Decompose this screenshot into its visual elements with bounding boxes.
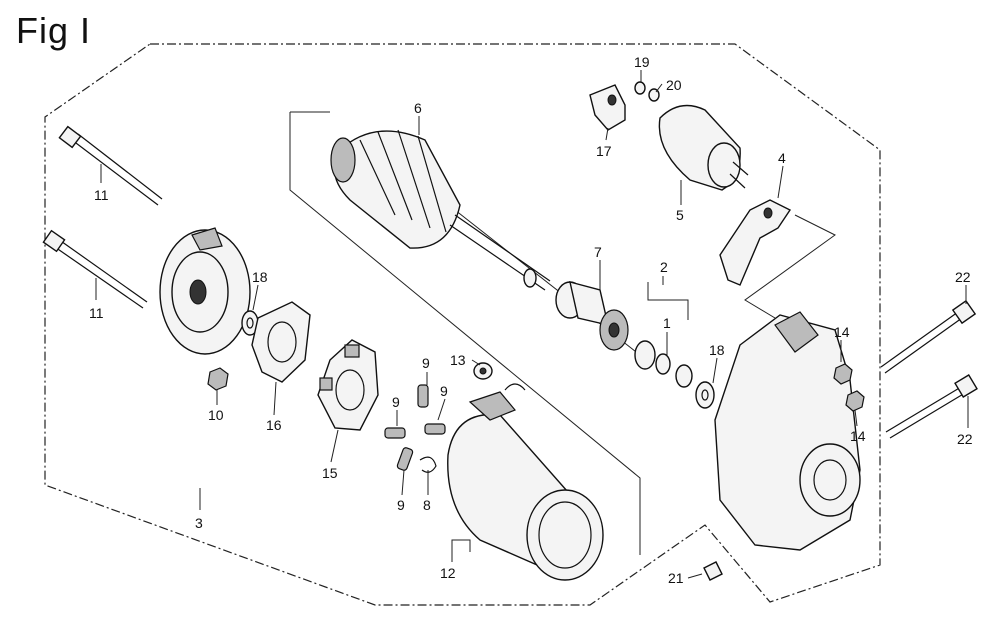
label-22-lower: 22 — [957, 431, 973, 447]
brush-holder — [317, 339, 379, 431]
bolt-22-upper — [880, 299, 977, 374]
screw-13 — [473, 362, 493, 380]
spring-b — [417, 384, 429, 408]
armature — [330, 129, 551, 291]
label-5: 5 — [676, 207, 684, 223]
clip-8 — [419, 456, 437, 473]
bearing-2 — [634, 340, 656, 370]
nut-14a — [833, 363, 853, 385]
leader-lines — [95, 70, 969, 579]
washer-right — [695, 381, 715, 409]
label-9-bottom: 9 — [397, 497, 405, 513]
label-17: 17 — [596, 143, 612, 159]
label-20: 20 — [666, 77, 682, 93]
through-bolt-lower — [42, 229, 148, 309]
label-7: 7 — [594, 244, 602, 260]
figure-title: Fig I — [16, 10, 92, 51]
part-labels: 11 11 6 7 2 1 18 18 10 16 15 3 9 9 9 9 8… — [89, 54, 973, 586]
label-9-left: 9 — [392, 394, 400, 410]
label-8: 8 — [423, 497, 431, 513]
label-18-left: 18 — [252, 269, 268, 285]
bolt-22-lower — [885, 374, 978, 439]
armature-bracket — [289, 112, 641, 555]
rear-cover — [159, 227, 251, 355]
label-18-right: 18 — [709, 342, 725, 358]
label-6: 6 — [414, 100, 422, 116]
pinion-clutch — [555, 281, 629, 351]
label-19: 19 — [634, 54, 650, 70]
label-14-upper: 14 — [834, 324, 850, 340]
washer-2b — [675, 364, 693, 388]
front-housing — [714, 311, 861, 551]
label-11-upper: 11 — [94, 187, 109, 203]
label-10: 10 — [208, 407, 224, 423]
spring-a — [384, 427, 406, 439]
solenoid — [658, 104, 749, 191]
through-bolt-upper — [58, 125, 163, 206]
spring-c — [424, 423, 446, 435]
ring-19 — [634, 81, 646, 95]
label-15: 15 — [322, 465, 338, 481]
label-14-lower: 14 — [850, 428, 866, 444]
label-9-right: 9 — [440, 383, 448, 399]
shift-lever — [719, 199, 792, 286]
plunger-17 — [589, 84, 626, 131]
label-22-upper: 22 — [955, 269, 971, 285]
label-1: 1 — [663, 315, 671, 331]
label-13: 13 — [450, 352, 466, 368]
label-9-top: 9 — [422, 355, 430, 371]
bracket-1-2 — [647, 282, 689, 320]
yoke-assembly — [447, 383, 604, 581]
ring-1 — [655, 353, 671, 375]
nut-10 — [207, 367, 229, 391]
label-3: 3 — [195, 515, 203, 531]
label-2: 2 — [660, 259, 668, 275]
label-4: 4 — [778, 150, 786, 166]
label-16: 16 — [266, 417, 282, 433]
washer-left-hole — [246, 317, 254, 329]
spring-d — [396, 447, 414, 471]
cap-21 — [703, 561, 723, 581]
brush-plate — [251, 301, 311, 383]
assembly-frame — [44, 43, 881, 606]
solenoid-bracket — [744, 214, 836, 319]
washer-right-hole — [701, 389, 709, 401]
nut-14b — [845, 390, 865, 412]
label-21: 21 — [668, 570, 684, 586]
label-11-lower: 11 — [89, 305, 104, 321]
label-12: 12 — [440, 565, 456, 581]
